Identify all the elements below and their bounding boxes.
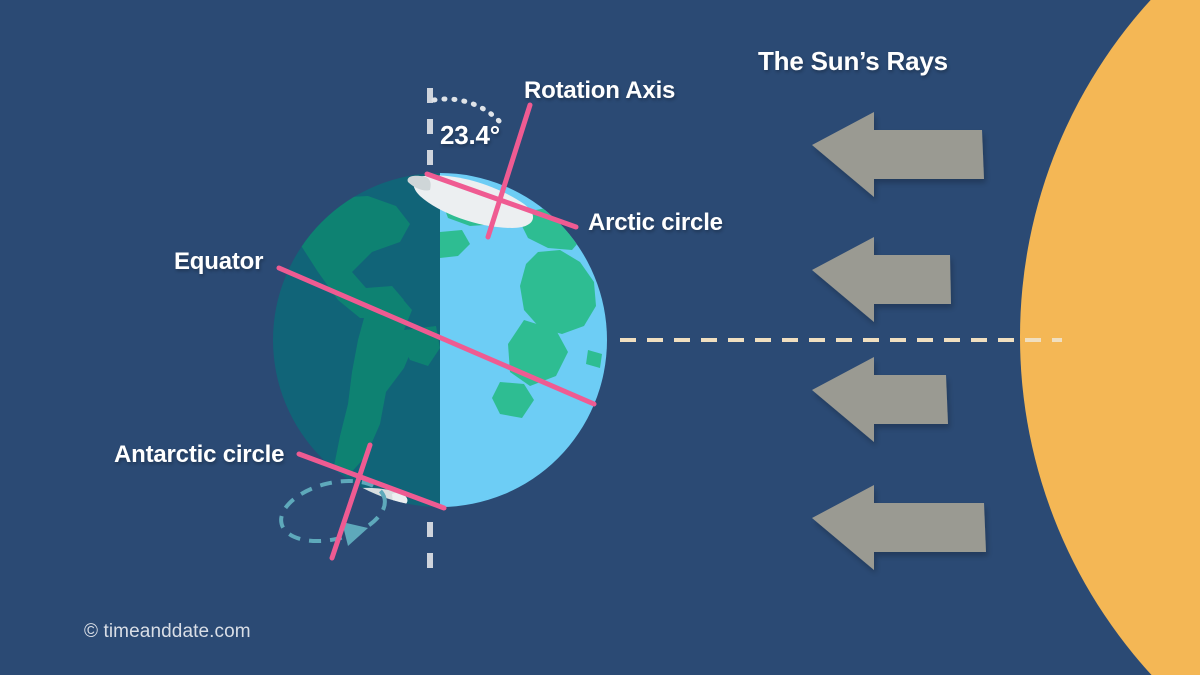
label-arctic-circle: Arctic circle xyxy=(588,209,723,236)
sun-ray-arrows xyxy=(812,112,986,570)
arctic-ice-cap xyxy=(413,175,534,228)
sun-disc xyxy=(1020,0,1200,675)
label-antarctic-circle: Antarctic circle xyxy=(114,441,285,468)
label-equator: Equator xyxy=(174,248,264,275)
equator-line xyxy=(276,265,597,407)
label-tilt-angle: 23.4° xyxy=(440,120,501,150)
landmasses-night xyxy=(300,196,440,476)
arctic-ice-cap-shadow xyxy=(407,175,431,191)
tilt-and-latitude-lines xyxy=(276,102,597,561)
sun-ray-arrow-2 xyxy=(812,237,951,322)
label-sun-rays: The Sun’s Rays xyxy=(758,46,948,76)
tilt-angle-arc xyxy=(431,96,503,125)
antarctic-circle-line xyxy=(296,451,447,511)
rotation-arrowhead xyxy=(342,522,368,546)
rotation-axis-line-north xyxy=(485,102,533,240)
rotation-axis-line-south xyxy=(329,442,373,561)
sun-ray-arrow-3 xyxy=(812,357,948,442)
label-rotation-axis: Rotation Axis xyxy=(524,77,676,104)
sun-ray-arrow-1 xyxy=(812,112,984,197)
sun-ray-arrow-4 xyxy=(812,485,986,570)
arctic-circle-line xyxy=(424,171,579,230)
copyright-credit: © timeanddate.com xyxy=(84,621,251,642)
